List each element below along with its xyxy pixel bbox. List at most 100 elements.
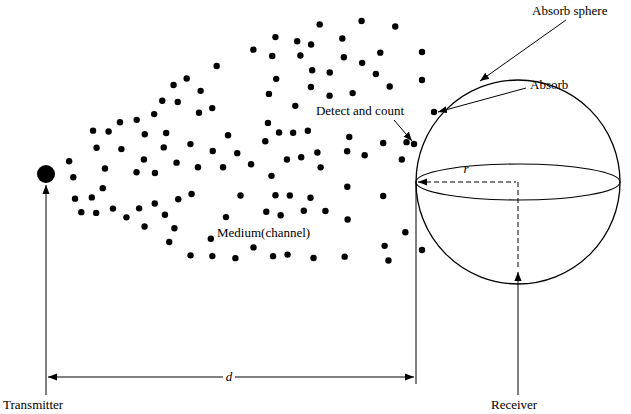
molecule [341, 54, 347, 60]
molecule [78, 209, 84, 215]
molecule [381, 243, 387, 249]
callout-label: Detect and count [316, 104, 404, 118]
molecule [173, 159, 179, 165]
molecule [322, 208, 328, 214]
molecule [208, 236, 214, 242]
molecule [344, 148, 350, 154]
molecule [316, 21, 322, 27]
molecule [284, 251, 290, 257]
molecule [237, 192, 243, 198]
molecule [290, 130, 296, 136]
dimension-label: r [463, 162, 468, 176]
molecule [266, 91, 272, 97]
transmitter-pointer [46, 185, 47, 395]
part-label: Transmitter [3, 398, 63, 412]
molecule [272, 34, 278, 40]
molecule [248, 161, 254, 167]
molecule [273, 76, 279, 82]
molecule [161, 144, 167, 150]
molecule [175, 196, 181, 202]
molecule [223, 214, 229, 220]
molecule [166, 239, 172, 245]
detect-leader [394, 120, 412, 141]
molecule [301, 208, 307, 214]
molecule [349, 90, 355, 96]
molecule [196, 110, 202, 116]
molecule [373, 71, 379, 77]
molecule [133, 169, 139, 175]
molecule [170, 82, 176, 88]
molecule [358, 18, 364, 24]
molecule [197, 88, 203, 94]
molecule [234, 150, 240, 156]
molecule [162, 212, 168, 218]
molecule [387, 83, 393, 89]
molecule [297, 52, 303, 58]
molecule [270, 253, 276, 259]
molecule [346, 134, 352, 140]
molecule [220, 164, 226, 170]
molecule [90, 127, 96, 133]
molecule [213, 63, 219, 69]
molecule [89, 194, 95, 200]
molecule [141, 223, 147, 229]
molecule [419, 49, 425, 55]
molecule [308, 41, 314, 47]
callout-label: Absorb [530, 78, 568, 92]
molecule [377, 49, 383, 55]
molecule [294, 38, 300, 44]
molecule [141, 156, 147, 162]
molecule [341, 253, 347, 259]
molecule [269, 53, 275, 59]
molecule [210, 148, 216, 154]
molecule [392, 23, 398, 29]
molecule [102, 165, 108, 171]
molecule [310, 255, 316, 261]
molecule-cloud [66, 18, 425, 264]
molecule [163, 130, 169, 136]
callout-label: Absorb sphere [532, 4, 607, 18]
molecule [100, 185, 106, 191]
molecule [142, 131, 148, 137]
molecule [110, 205, 116, 211]
molecule [276, 129, 282, 135]
molecule [262, 138, 268, 144]
molecule [232, 255, 238, 261]
absorb-sphere [416, 80, 620, 284]
molecule [188, 191, 194, 197]
molecule [308, 84, 314, 90]
part-label: Receiver [491, 398, 537, 412]
molecule [380, 140, 386, 146]
molecule [272, 192, 278, 198]
molecule [419, 77, 425, 83]
absorbed-molecule [431, 109, 437, 115]
molecule [152, 200, 158, 206]
molecule [171, 225, 177, 231]
radius-arrow [418, 182, 516, 183]
molecule [72, 195, 78, 201]
molecule [133, 117, 139, 123]
molecule [292, 103, 298, 109]
molecule [385, 257, 391, 263]
molecule [70, 174, 76, 180]
molecule [380, 193, 386, 199]
molecule [93, 144, 99, 150]
molecule [118, 146, 124, 152]
molecule [309, 67, 315, 73]
molecule [250, 244, 256, 250]
molecule [93, 210, 99, 216]
molecule [117, 119, 123, 125]
molecule [209, 105, 215, 111]
molecule [344, 183, 350, 189]
center-dash [518, 182, 519, 270]
molecule [403, 139, 409, 145]
molecule [136, 205, 142, 211]
molecule [105, 128, 111, 134]
molecule [263, 209, 269, 215]
molecule [66, 158, 72, 164]
molecule [419, 247, 425, 253]
molecule [250, 46, 256, 52]
molecule [187, 252, 193, 258]
